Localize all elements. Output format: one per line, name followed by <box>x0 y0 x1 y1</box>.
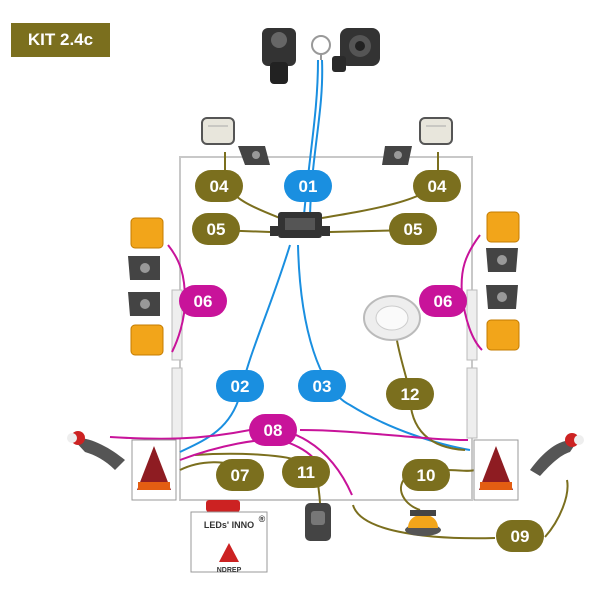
badge-label: 07 <box>231 466 250 485</box>
rear-lamp-left-icon <box>131 439 177 501</box>
badge-b10: 10 <box>402 459 450 491</box>
wire-09 <box>352 479 569 540</box>
plate-brand-mark: ® <box>259 514 266 524</box>
badge-b07: 07 <box>216 459 264 491</box>
wire-03 <box>297 244 471 451</box>
plate-light-icon <box>190 500 268 573</box>
badge-b04l: 04 <box>195 170 243 202</box>
bracket-right-1-icon <box>486 248 518 272</box>
beacon-light-icon <box>405 510 441 536</box>
badge-b04r: 04 <box>413 170 461 202</box>
badge-b05r: 05 <box>389 213 437 245</box>
badge-b05l: 05 <box>192 213 240 245</box>
side-marker-right-bottom-icon <box>486 319 520 351</box>
side-marker-left-bottom-icon <box>130 324 164 356</box>
interior-light-icon <box>363 295 421 341</box>
plug-13pin-icon <box>262 28 296 84</box>
bracket-right-2-icon <box>486 285 518 309</box>
badge-b01: 01 <box>284 170 332 202</box>
badge-label: 03 <box>313 377 332 396</box>
badge-label: 09 <box>511 527 530 546</box>
bracket-left-1-icon <box>128 256 160 280</box>
side-grid-left-bottom <box>171 367 183 439</box>
side-marker-left-top-icon <box>130 217 164 249</box>
front-white-light-right-icon <box>419 117 453 145</box>
front-white-light-left-icon <box>201 117 235 145</box>
badge-label: 01 <box>299 177 318 196</box>
badge-b09: 09 <box>496 520 544 552</box>
eyelet-ring-icon <box>311 35 331 60</box>
badge-label: 05 <box>207 220 226 239</box>
stalk-marker-right-icon <box>530 433 584 476</box>
side-grid-right-top <box>466 289 478 361</box>
badge-b03: 03 <box>298 370 346 402</box>
badge-b11: 11 <box>282 456 330 488</box>
badge-b06r: 06 <box>419 285 467 317</box>
trailer-frame <box>179 156 473 501</box>
kit-title: KIT 2.4c <box>11 23 110 57</box>
bracket-left-2-icon <box>128 292 160 316</box>
adapter-box-icon <box>305 503 331 541</box>
badge-label: 05 <box>404 220 423 239</box>
plate-maker: NDREP <box>217 567 242 574</box>
bracket-top-left-icon <box>238 146 270 165</box>
badge-b12: 12 <box>386 378 434 410</box>
badge-label: 06 <box>434 292 453 311</box>
badge-b02: 02 <box>216 370 264 402</box>
junction-box-icon <box>270 212 330 238</box>
badge-label: 10 <box>417 466 436 485</box>
bracket-top-right-icon <box>382 146 412 165</box>
side-marker-right-top-icon <box>486 211 520 243</box>
badge-label: 02 <box>231 377 250 396</box>
badge-label: 04 <box>210 177 229 196</box>
badge-label: 06 <box>194 292 213 311</box>
badge-b08: 08 <box>249 414 297 446</box>
badge-b06l: 06 <box>179 285 227 317</box>
badge-label: 11 <box>297 463 315 482</box>
badge-label: 04 <box>428 177 447 196</box>
socket-13pin-icon <box>332 28 380 72</box>
plate-brand: LEDs' INNO <box>204 520 254 530</box>
side-grid-right-bottom <box>466 367 478 439</box>
stalk-marker-left-icon <box>67 431 125 470</box>
badge-label: 08 <box>264 421 283 440</box>
badge-label: 12 <box>401 385 420 404</box>
rear-lamp-right-icon <box>473 439 519 501</box>
